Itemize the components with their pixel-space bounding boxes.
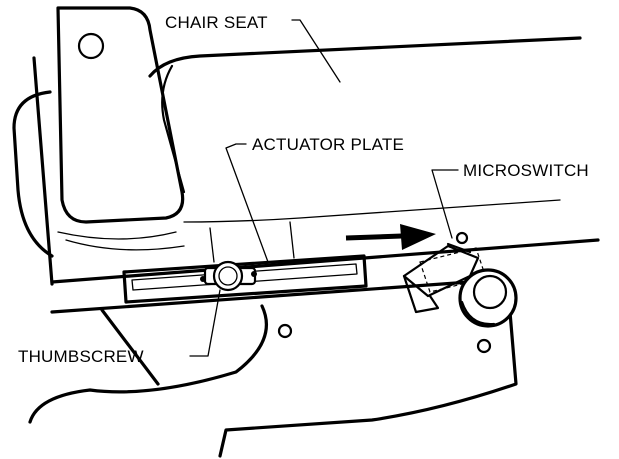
chair-frame-side bbox=[12, 56, 185, 286]
chair-back-post bbox=[56, 6, 185, 224]
mounting-bracket bbox=[28, 304, 518, 458]
label-actuator-plate: ACTUATOR PLATE bbox=[252, 135, 404, 154]
chair-seat bbox=[148, 36, 582, 263]
leader-thumbscrew bbox=[189, 289, 221, 357]
leader-lines bbox=[189, 19, 459, 357]
microswitch bbox=[402, 231, 487, 314]
actuator-plate bbox=[122, 254, 368, 304]
label-thumbscrew: THUMBSCREW bbox=[18, 347, 144, 366]
label-chair-seat: CHAIR SEAT bbox=[165, 13, 268, 32]
thumbscrew bbox=[200, 260, 257, 292]
roller-wheel bbox=[458, 268, 518, 328]
switch-button bbox=[455, 231, 469, 245]
post-hole bbox=[77, 32, 105, 60]
rail bbox=[50, 238, 600, 314]
bracket-hole bbox=[277, 323, 293, 339]
leader-chair-seat bbox=[291, 19, 341, 83]
leader-actuator-plate bbox=[225, 143, 269, 263]
label-microswitch: MICROSWITCH bbox=[463, 161, 589, 180]
leader-microswitch bbox=[431, 169, 459, 239]
bracket-hole bbox=[476, 338, 492, 354]
direction-arrow bbox=[345, 224, 436, 250]
